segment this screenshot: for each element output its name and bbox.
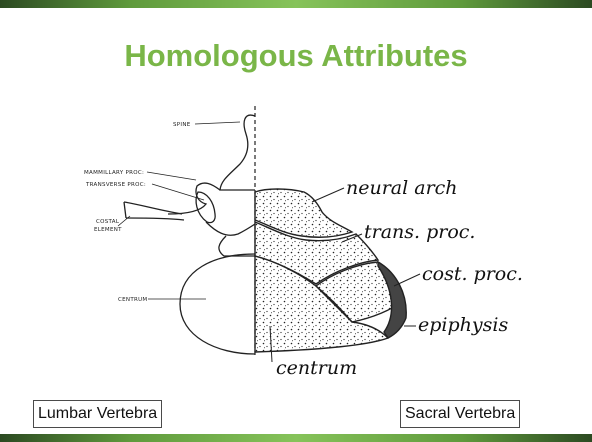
label-trans-proc: trans. proc. (364, 221, 475, 243)
label-cost-proc: cost. proc. (422, 263, 523, 285)
label-costal: COSTAL (96, 219, 120, 225)
label-costal-element: ELEMENT (94, 227, 122, 233)
centrum-lumbar (180, 254, 255, 354)
spine-process (220, 115, 255, 190)
label-spine: SPINE (173, 122, 191, 128)
costal-element (124, 202, 184, 220)
vertebra-diagram: SPINE MAMMILLARY PROC: TRANSVERSE PROC: … (66, 104, 528, 394)
transverse-process (168, 183, 220, 214)
caption-lumbar-vertebra: Lumbar Vertebra (33, 400, 162, 428)
label-centrum-lumbar: CENTRUM (118, 297, 147, 303)
lumbar-vertebra-drawing (124, 115, 255, 354)
caption-sacral-vertebra: Sacral Vertebra (400, 400, 520, 428)
label-mammillary: MAMMILLARY PROC: (84, 170, 144, 176)
label-epiphysis: epiphysis (418, 314, 508, 336)
slide-title: Homologous Attributes (0, 38, 592, 74)
top-accent-bar (0, 0, 592, 8)
label-neural-arch: neural arch (346, 177, 458, 199)
label-centrum-sacral: centrum (276, 357, 357, 379)
sacral-vertebra-drawing (255, 189, 406, 352)
lumbar-labels: SPINE MAMMILLARY PROC: TRANSVERSE PROC: … (84, 122, 240, 303)
neural-arch-lumbar (206, 222, 255, 256)
mammillary-process (196, 192, 215, 223)
bottom-accent-bar (0, 434, 592, 442)
label-transverse: TRANSVERSE PROC: (85, 182, 146, 188)
